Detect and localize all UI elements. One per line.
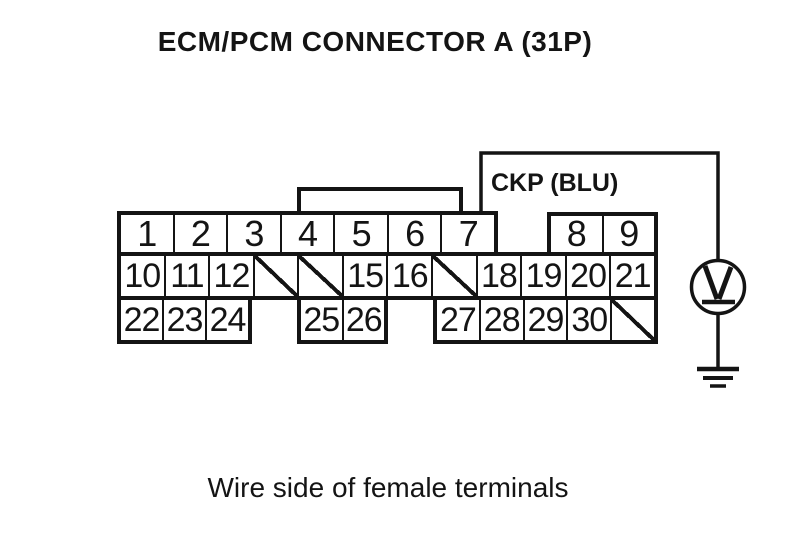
pin-cell-blank <box>299 256 344 296</box>
pin-cell-19: 19 <box>522 256 567 296</box>
pin-cell-blank <box>433 256 478 296</box>
pin-cell-30: 30 <box>568 300 613 340</box>
pin-cell-10: 10 <box>121 256 166 296</box>
pin-cell-6: 6 <box>389 215 443 252</box>
pin-cell-blank <box>254 256 300 296</box>
pin-cell-2: 2 <box>175 215 229 252</box>
pin-cell-18: 18 <box>478 256 523 296</box>
pin-cell-12: 12 <box>210 256 255 296</box>
voltmeter-icon <box>689 258 747 316</box>
pin-cell-25: 25 <box>301 300 344 340</box>
pin-cell-11: 11 <box>166 256 211 296</box>
pin-cell-28: 28 <box>481 300 525 340</box>
pin-cell-23: 23 <box>164 300 207 340</box>
pin-cell-4: 4 <box>282 215 336 252</box>
pin-cell-3: 3 <box>228 215 282 252</box>
pin-cell-blank <box>612 300 654 340</box>
wire-label-ckp: CKP (BLU) <box>491 169 619 197</box>
voltmeter-v-symbol <box>702 265 735 305</box>
pin-cell-7: 7 <box>458 215 479 252</box>
pin-cell-20: 20 <box>567 256 612 296</box>
pin-cell-16: 16 <box>388 256 434 296</box>
pin-cell-26: 26 <box>345 301 383 339</box>
diagram-title: ECM/PCM CONNECTOR A (31P) <box>157 26 593 57</box>
ground-icon <box>697 366 739 388</box>
pin-cell-27: 27 <box>437 300 481 340</box>
pin-cell-9: 9 <box>619 216 639 252</box>
pin-cell-21: 21 <box>614 257 652 295</box>
caption: Wire side of female terminals <box>207 472 569 503</box>
pin-cell-5: 5 <box>335 215 389 252</box>
pin-cell-1: 1 <box>121 215 175 252</box>
pin-cell-24: 24 <box>209 301 247 339</box>
pin-cell-15: 15 <box>344 256 389 296</box>
connector-alignment-tab <box>297 187 463 215</box>
pin-cell-29: 29 <box>525 300 569 340</box>
pin-cell-22: 22 <box>121 300 164 340</box>
pin-cell-8: 8 <box>551 216 604 252</box>
